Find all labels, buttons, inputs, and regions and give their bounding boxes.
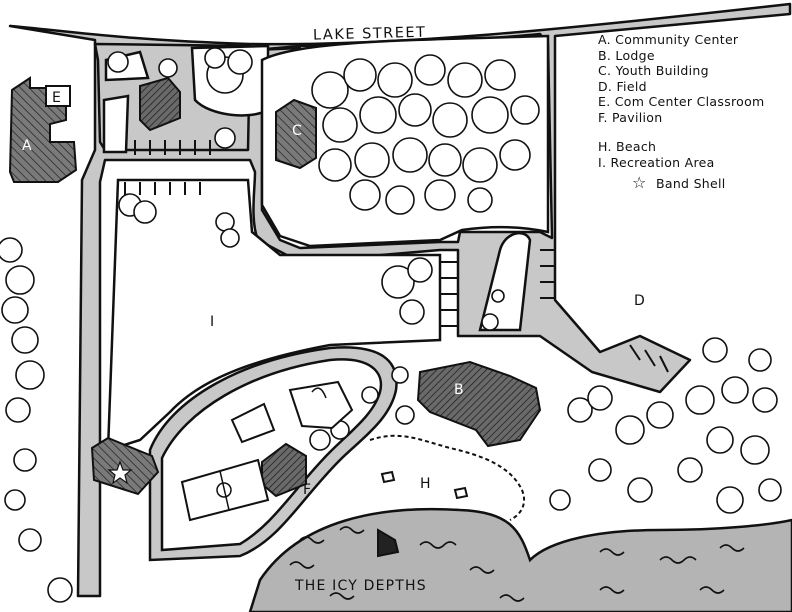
marker-i: I (210, 314, 214, 330)
building-icon (8, 76, 542, 498)
marker-e: E (52, 90, 61, 106)
beach-edge (369, 434, 526, 521)
legend-band-shell-label: Band Shell (656, 176, 726, 191)
buildings (8, 76, 542, 558)
legend-item-b: B. Lodge (598, 47, 655, 63)
legend-item-f: F. Pavilion (598, 109, 663, 125)
garage-building (139, 76, 181, 132)
lake-water (248, 507, 792, 612)
legend-item-d: D. Field (598, 78, 647, 94)
legend-band-shell: ☆ Band Shell (598, 173, 788, 192)
marker-a: A (22, 138, 32, 154)
waves (289, 526, 745, 602)
star-icon: ☆ (632, 173, 647, 192)
lake-label: THE ICY DEPTHS (294, 578, 427, 594)
legend: A. Community Center B. Lodge C. Youth Bu… (598, 32, 788, 192)
lake-street-road (8, 2, 792, 598)
marker-h: H (420, 476, 431, 492)
band-shell-star-icon (107, 460, 133, 485)
marker-b: B (454, 382, 464, 398)
youth-building (275, 98, 317, 170)
street-label: LAKE STREET (313, 25, 427, 44)
tree-icon (311, 54, 540, 215)
lake-street (0, 0, 792, 32)
legend-item-h: H. Beach (598, 139, 657, 154)
band-shell-building (90, 436, 160, 496)
lodge-building (416, 360, 542, 448)
legend-gap (598, 125, 788, 139)
marker-letters: A E C B D I F H (22, 90, 645, 498)
legend-item-e: E. Com Center Classroom (598, 94, 765, 109)
classroom-building (45, 85, 71, 107)
legend-item-c: C. Youth Building (598, 63, 709, 78)
marker-d: D (634, 293, 645, 309)
tree-clusters (0, 47, 782, 603)
median-island (478, 231, 532, 332)
marker-c: C (292, 123, 302, 139)
legend-item-i: I. Recreation Area (598, 154, 715, 170)
parking-stripes (124, 140, 669, 373)
legend-item-a: A. Community Center (598, 32, 739, 47)
marker-f: F (303, 482, 311, 498)
